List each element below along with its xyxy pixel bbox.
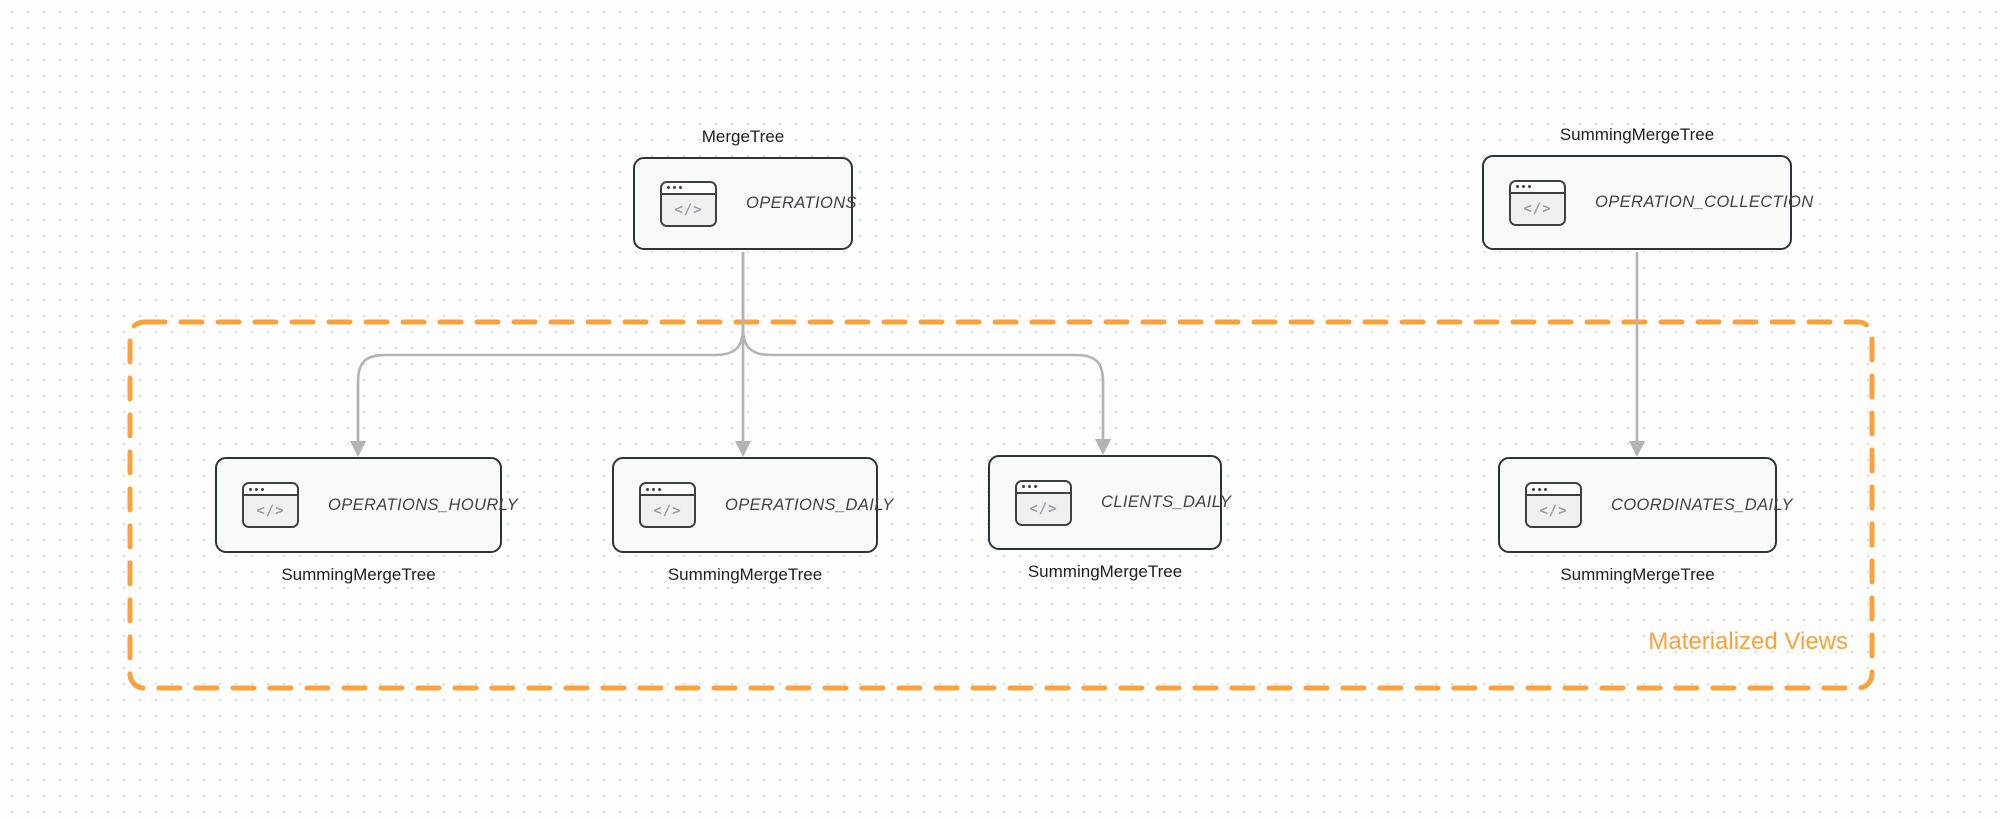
edge-operations-to-clients-daily[interactable] bbox=[741, 252, 1105, 440]
node-operations-hourly[interactable]: SummingMergeTree </> OPERATIONS_HOURLY bbox=[215, 457, 518, 584]
code-glyph: </> bbox=[1511, 193, 1564, 224]
node-operation-collection[interactable]: SummingMergeTree </> OPERATION_COLLECTIO… bbox=[1482, 125, 1813, 250]
code-window-icon: </> bbox=[242, 482, 299, 528]
node-name: OPERATIONS bbox=[746, 194, 857, 212]
arrowhead-operations-daily bbox=[735, 441, 751, 457]
window-bar bbox=[641, 484, 694, 496]
node-operations[interactable]: MergeTree </> OPERATIONS bbox=[633, 127, 857, 250]
node-name: CLIENTS_DAILY bbox=[1101, 493, 1232, 511]
engine-label: MergeTree bbox=[701, 127, 785, 146]
code-glyph: </> bbox=[662, 194, 715, 225]
window-bar bbox=[1527, 484, 1580, 496]
engine-label: SummingMergeTree bbox=[1027, 562, 1183, 581]
arrowhead-operations-hourly bbox=[350, 441, 366, 457]
engine-label: SummingMergeTree bbox=[667, 565, 823, 584]
code-glyph: </> bbox=[1017, 493, 1070, 524]
arrowhead-coordinates-daily bbox=[1629, 441, 1645, 457]
node-name: OPERATIONS_HOURLY bbox=[328, 495, 519, 514]
node-name: COORDINATES_DAILY bbox=[1611, 495, 1793, 514]
node-name: OPERATIONS_DAILY bbox=[725, 495, 894, 514]
code-window-icon: </> bbox=[660, 180, 717, 227]
engine-label: SummingMergeTree bbox=[1559, 125, 1715, 144]
materialized-views-label: Materialized Views bbox=[1648, 628, 1848, 655]
window-bar bbox=[1511, 181, 1564, 194]
materialized-views-group-rect[interactable] bbox=[127, 319, 1875, 691]
node-operations-daily[interactable]: SummingMergeTree </> OPERATIONS_DAILY bbox=[612, 457, 893, 584]
arrowhead-clients-daily bbox=[1095, 439, 1111, 455]
code-window-icon: </> bbox=[1509, 179, 1566, 226]
node-name: OPERATION_COLLECTION bbox=[1595, 193, 1814, 211]
code-glyph: </> bbox=[244, 496, 297, 526]
code-window-icon: </> bbox=[1015, 479, 1072, 526]
engine-label: SummingMergeTree bbox=[281, 565, 436, 584]
edge-operations-to-operations-hourly[interactable] bbox=[356, 252, 745, 442]
window-bar bbox=[1017, 481, 1070, 494]
code-glyph: </> bbox=[641, 496, 694, 526]
node-coordinates-daily[interactable]: SummingMergeTree </> COORDINATES_DAILY bbox=[1498, 457, 1793, 584]
code-window-icon: </> bbox=[639, 482, 696, 528]
node-clients-daily[interactable]: SummingMergeTree </> CLIENTS_DAILY bbox=[988, 455, 1231, 581]
window-bar bbox=[662, 182, 715, 195]
code-window-icon: </> bbox=[1525, 482, 1582, 528]
code-glyph: </> bbox=[1527, 496, 1580, 526]
engine-label: SummingMergeTree bbox=[1560, 565, 1715, 584]
window-bar bbox=[244, 484, 297, 496]
